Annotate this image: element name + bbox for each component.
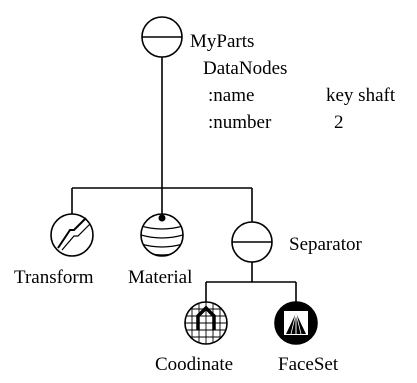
- material-label: Material: [128, 267, 193, 288]
- transform-icon[interactable]: [50, 213, 94, 257]
- root-separator-icon[interactable]: [141, 16, 183, 58]
- faceset-icon[interactable]: [274, 301, 318, 345]
- root-node-label: MyParts: [190, 31, 255, 52]
- field-number-key: :number: [208, 112, 272, 133]
- separator-label: Separator: [289, 234, 362, 255]
- coordinate-label: Coodinate: [155, 354, 234, 375]
- transform-label: Transform: [14, 267, 94, 288]
- field-number-value: 2: [334, 112, 344, 133]
- faceset-label: FaceSet: [278, 354, 339, 375]
- root-node-subtitle: DataNodes: [203, 58, 288, 79]
- field-name-value: key shaft: [326, 85, 396, 106]
- material-sphere-icon[interactable]: [140, 213, 184, 257]
- separator-icon[interactable]: [231, 221, 273, 263]
- coordinate-grid-icon[interactable]: [183, 300, 229, 346]
- tree-edges: [71, 57, 297, 302]
- field-name-key: :name: [208, 85, 255, 106]
